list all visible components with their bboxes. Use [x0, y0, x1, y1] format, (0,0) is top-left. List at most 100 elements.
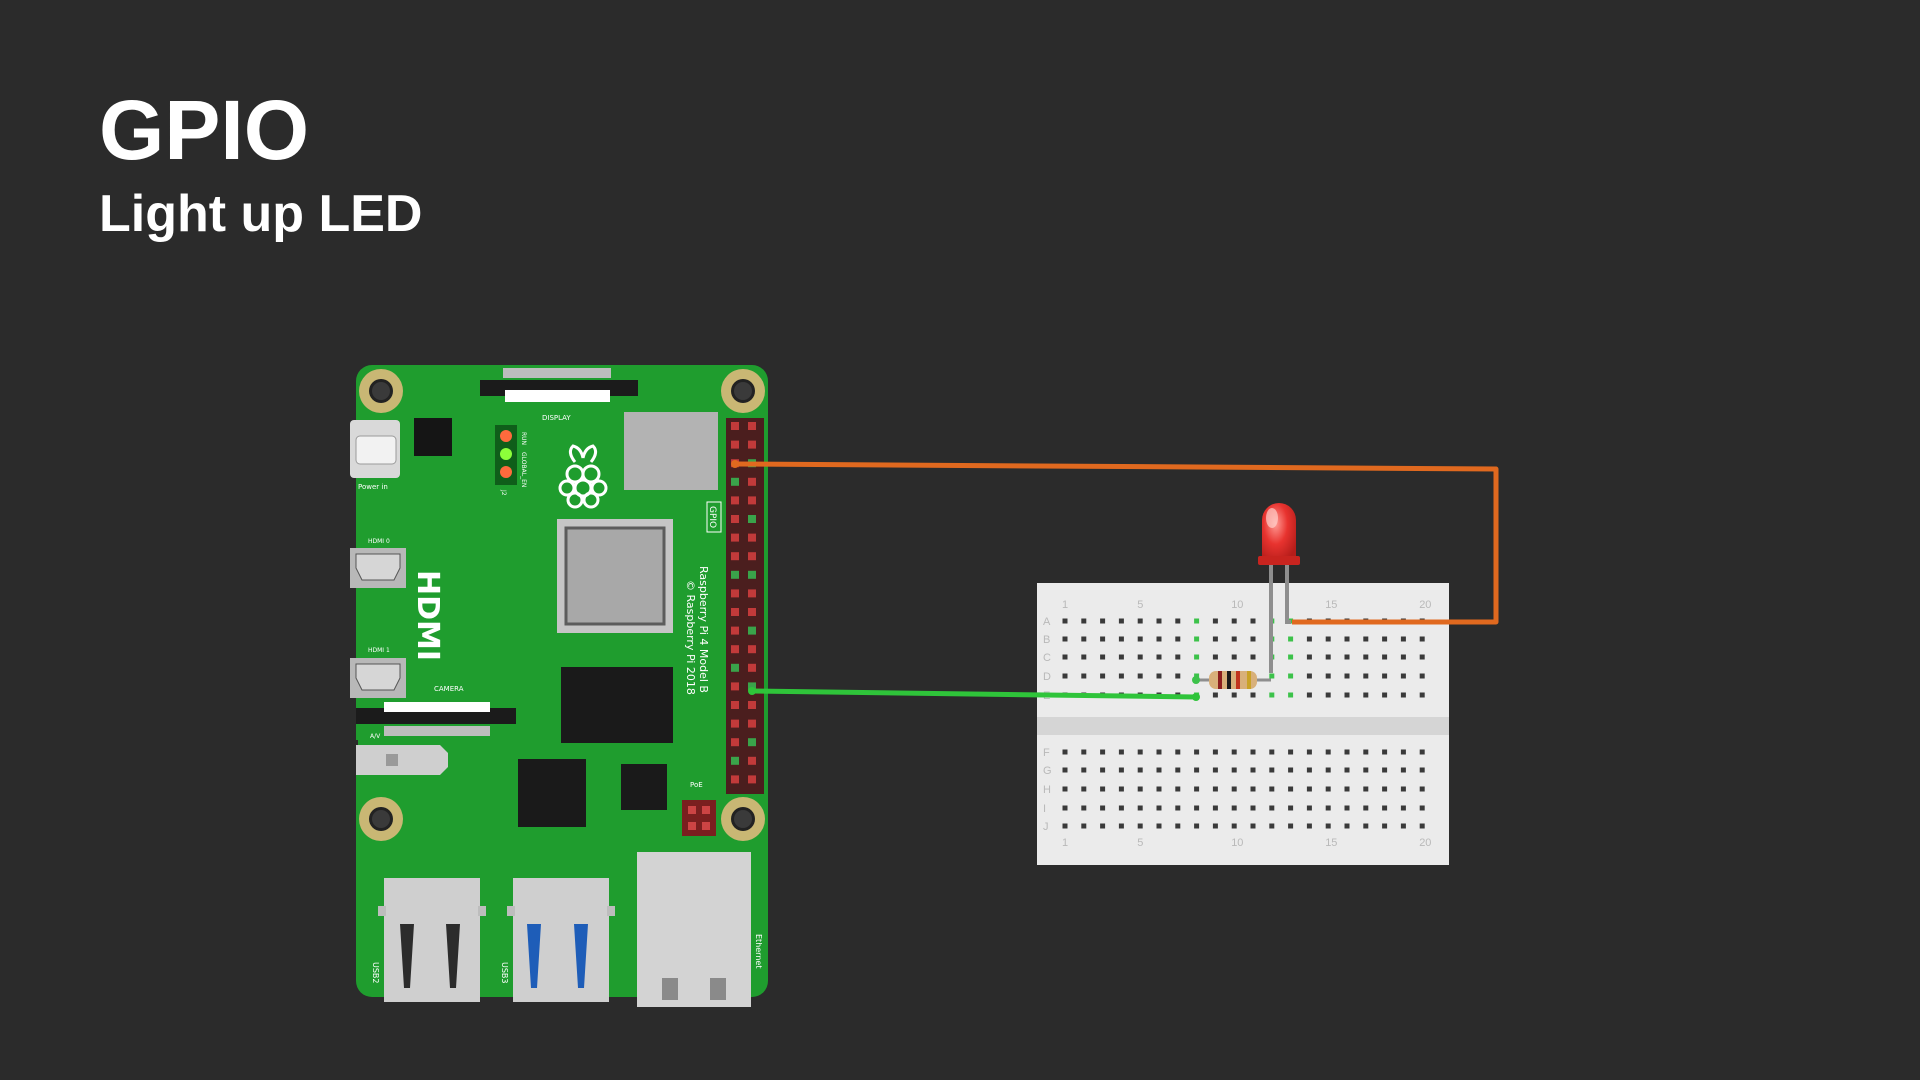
wire-end: [731, 460, 739, 468]
breadboard-hole: [1288, 805, 1294, 811]
breadboard-hole: [1231, 618, 1237, 624]
breadboard-hole: [1382, 767, 1388, 773]
display-label: DISPLAY: [542, 414, 571, 422]
column-number-label: 15: [1325, 599, 1337, 611]
gpio-pin: [731, 719, 739, 728]
breadboard-hole: [1156, 618, 1162, 624]
slide-subtitle: Light up LED: [99, 185, 423, 243]
breadboard-hole: [1212, 636, 1218, 642]
breadboard-hole: [1325, 823, 1331, 829]
breadboard-hole: [1419, 767, 1425, 773]
usb3-port: [507, 878, 615, 1002]
breadboard-hole: [1400, 636, 1406, 642]
row-letter-label: D: [1043, 671, 1051, 683]
breadboard-hole: [1194, 786, 1200, 792]
column-number-label: 10: [1231, 599, 1243, 611]
breadboard-hole: [1062, 673, 1068, 679]
breadboard-hole: [1194, 805, 1200, 811]
breadboard-hole: [1400, 749, 1406, 755]
breadboard-hole: [1382, 692, 1388, 698]
breadboard-hole: [1325, 636, 1331, 642]
breadboard-hole: [1400, 767, 1406, 773]
usb2-port: [378, 878, 486, 1002]
breadboard-hole: [1269, 786, 1275, 792]
breadboard-hole: [1325, 654, 1331, 660]
breadboard-hole: [1062, 636, 1068, 642]
hdmi1-label: HDMI 1: [368, 647, 390, 654]
gpio-label: GPIO: [707, 506, 717, 528]
breadboard-hole: [1137, 654, 1143, 660]
breadboard-hole: [1175, 786, 1181, 792]
breadboard-hole: [1137, 618, 1143, 624]
column-number-label: 10: [1231, 837, 1243, 849]
breadboard-hole: [1400, 805, 1406, 811]
gpio-pin: [748, 701, 756, 709]
run-led-icon: [500, 430, 512, 442]
gpio-pin: [731, 515, 739, 523]
breadboard-hole: [1062, 767, 1068, 773]
gpio-pin: [731, 756, 739, 765]
mounting-hole: [721, 797, 765, 841]
breadboard-hole: [1175, 805, 1181, 811]
gpio-pin: [748, 775, 756, 784]
av-jack: [344, 740, 448, 775]
breadboard-hole: [1325, 767, 1331, 773]
breadboard-hole: [1269, 805, 1275, 811]
breadboard-hole: [1062, 618, 1068, 624]
hdmi1-port: [350, 658, 406, 698]
breadboard-hole: [1137, 767, 1143, 773]
gpio-pin: [748, 533, 756, 542]
breadboard-hole: [1194, 749, 1200, 755]
breadboard-hole: [1363, 767, 1369, 773]
row-letter-label: A: [1043, 616, 1051, 628]
breadboard-hole: [1194, 636, 1200, 642]
breadboard-hole: [1212, 749, 1218, 755]
breadboard-hole: [1269, 692, 1275, 698]
breadboard-hole: [1194, 618, 1200, 624]
row-letter-label: F: [1043, 747, 1050, 759]
breadboard-hole: [1363, 692, 1369, 698]
breadboard-hole: [1156, 749, 1162, 755]
breadboard-hole: [1137, 786, 1143, 792]
breadboard-hole: [1118, 767, 1124, 773]
breadboard-hole: [1081, 786, 1087, 792]
camera-connector: [356, 702, 516, 736]
green-wire: [749, 688, 1199, 700]
breadboard-hole: [1100, 823, 1106, 829]
breadboard-hole: [1419, 805, 1425, 811]
breadboard-hole: [1306, 654, 1312, 660]
breadboard-hole: [1231, 823, 1237, 829]
breadboard-hole: [1363, 786, 1369, 792]
breadboard-hole: [1288, 749, 1294, 755]
breadboard-hole: [1250, 805, 1256, 811]
breadboard-hole: [1231, 636, 1237, 642]
breadboard-hole: [1419, 823, 1425, 829]
breadboard-hole: [1344, 636, 1350, 642]
breadboard-hole: [1175, 618, 1181, 624]
hdmi0-label: HDMI 0: [368, 538, 390, 545]
orange-wire: [734, 461, 1499, 625]
breadboard-hole: [1156, 786, 1162, 792]
gpio-pin: [731, 738, 739, 747]
breadboard-hole: [1175, 823, 1181, 829]
gpio-pin: [748, 496, 756, 505]
soc-chip: [557, 519, 673, 633]
column-number-label: 5: [1137, 599, 1143, 611]
breadboard-hole: [1325, 786, 1331, 792]
slide-title: GPIO: [99, 83, 310, 177]
breadboard-hole: [1212, 823, 1218, 829]
breadboard-hole: [1382, 636, 1388, 642]
breadboard-hole: [1306, 673, 1312, 679]
breadboard-hole: [1306, 692, 1312, 698]
gpio-pin: [748, 682, 756, 691]
usb2-label: USB2: [371, 962, 380, 984]
breadboard-hole: [1137, 805, 1143, 811]
gpio-pin: [731, 663, 739, 672]
row-letter-label: B: [1043, 634, 1050, 646]
breadboard-hole: [1419, 692, 1425, 698]
breadboard-hole: [1325, 673, 1331, 679]
row-letter-label: I: [1043, 803, 1046, 815]
breadboard-hole: [1400, 823, 1406, 829]
wire-end: [748, 687, 756, 695]
model-name: Raspberry Pi 4 Model B: [697, 566, 710, 693]
